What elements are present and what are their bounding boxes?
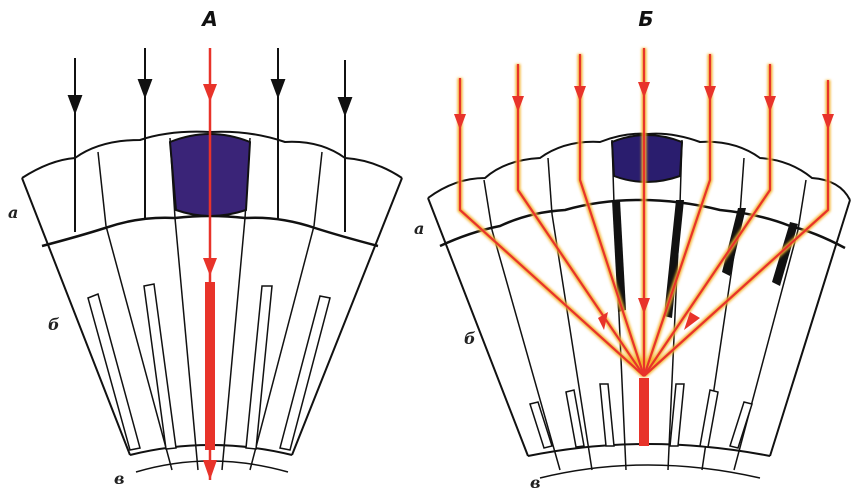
panel-a-title: А xyxy=(200,7,217,31)
panel-b: Б xyxy=(414,7,850,492)
panel-a-label-bottom: в xyxy=(114,469,125,488)
panel-b-light-rays xyxy=(454,48,834,446)
panel-b-title: Б xyxy=(638,7,653,31)
panel-b-label-bottom: в xyxy=(530,473,541,492)
panel-a-label-top: а xyxy=(8,203,18,222)
panel-a: А xyxy=(8,7,402,488)
panel-a-light-ray xyxy=(203,48,217,480)
panel-b-label-top: а xyxy=(414,219,424,238)
panel-a-label-middle: б xyxy=(48,315,60,334)
panel-b-label-middle: б xyxy=(464,329,476,348)
panel-b-highlight-cell xyxy=(612,135,682,182)
